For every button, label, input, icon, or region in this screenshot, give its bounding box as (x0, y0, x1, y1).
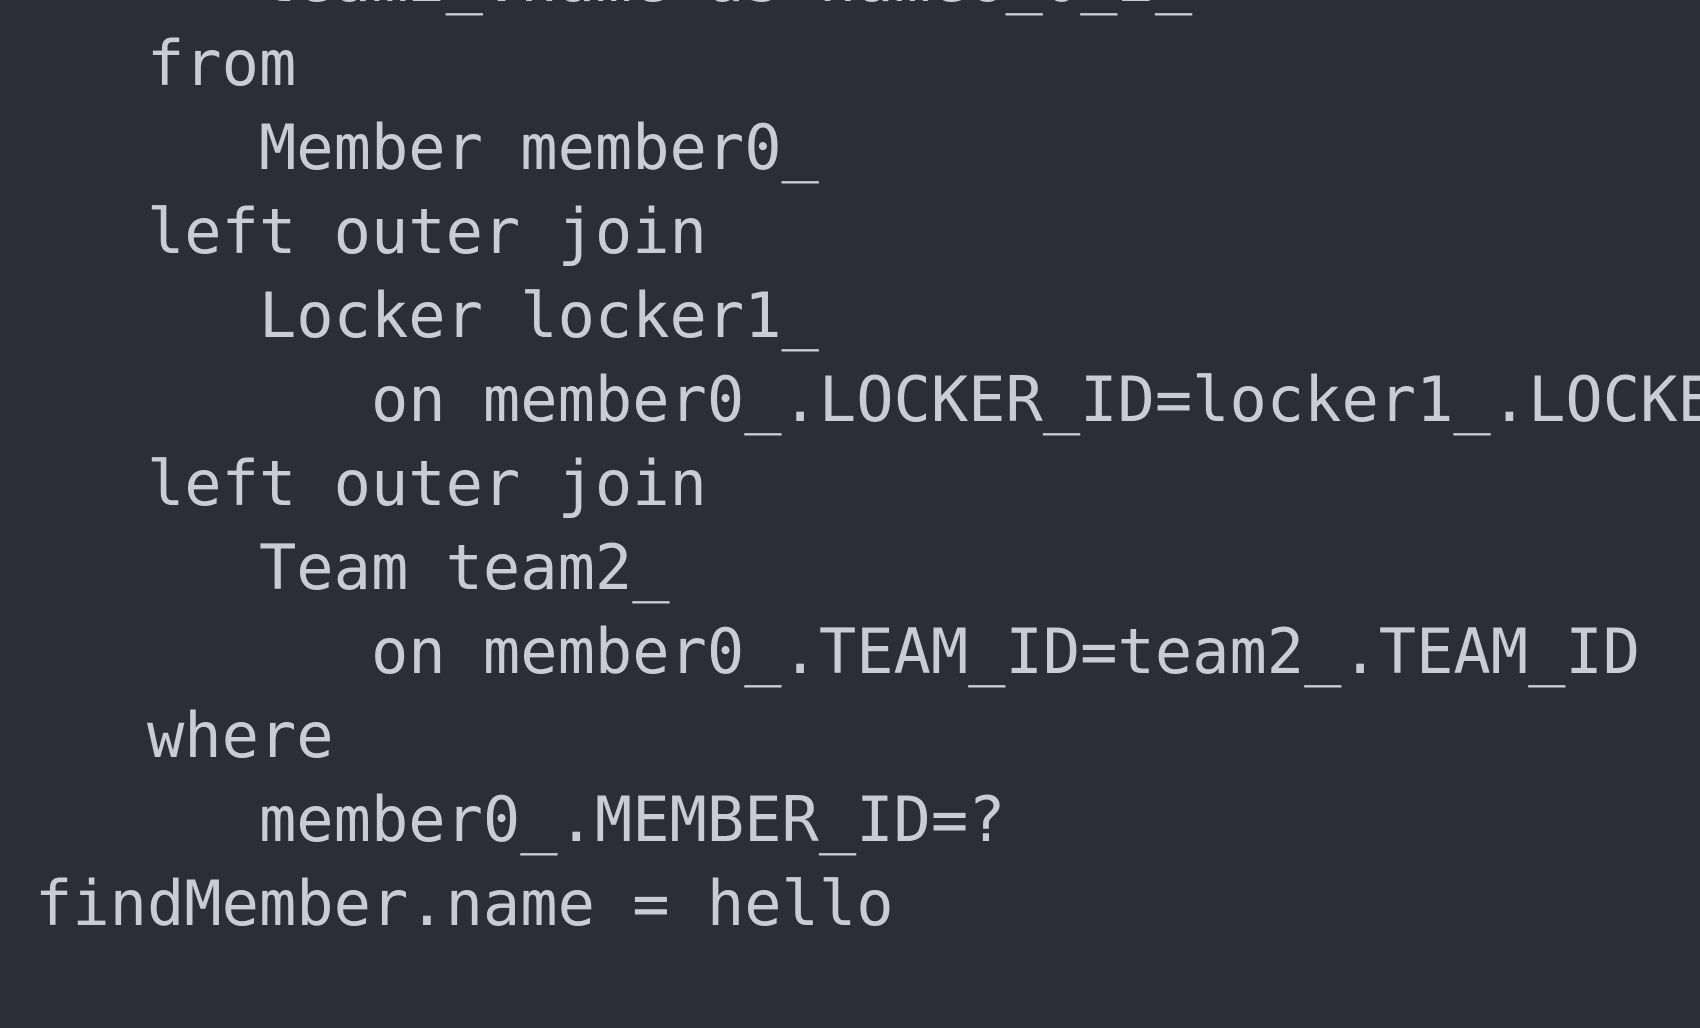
log-line: Locker locker1_ (35, 279, 819, 352)
log-line: on member0_.LOCKER_ID=locker1_.LOCKER_ID (35, 363, 1700, 436)
sql-log-output: team2_.name as name6_0_2_ from Member me… (0, 0, 1700, 940)
log-line: team2_.name as name6_0_2_ (0, 0, 1700, 22)
log-line: left outer join (35, 447, 707, 520)
log-line: left outer join (35, 195, 707, 268)
log-line: where (35, 699, 334, 772)
log-line: Team team2_ (35, 531, 670, 604)
log-line: from (35, 27, 297, 100)
log-line: Member member0_ (35, 111, 819, 184)
log-line: on member0_.TEAM_ID=team2_.TEAM_ID (35, 615, 1641, 688)
log-line: findMember.name = hello (35, 867, 894, 940)
log-line: member0_.MEMBER_ID=? (35, 783, 1006, 856)
